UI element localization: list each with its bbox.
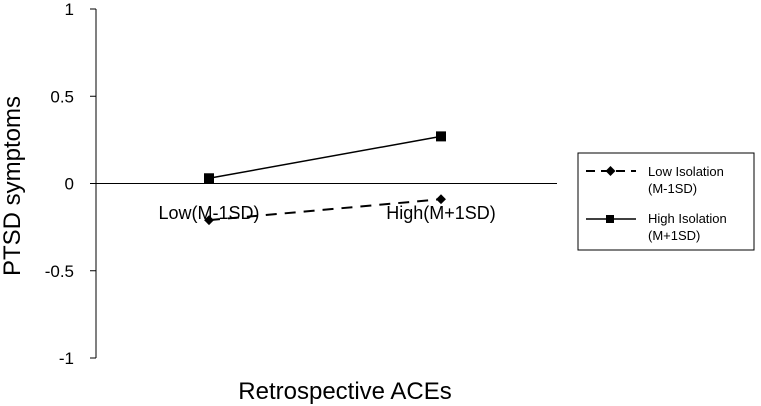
y-tick-label: 0 <box>65 175 74 194</box>
legend-label-high-isolation: High Isolation <box>648 211 727 226</box>
legend-label-high-isolation-sd: (M+1SD) <box>648 228 700 243</box>
data-point-square <box>204 173 214 184</box>
y-tick-label: -1 <box>59 349 74 368</box>
legend-box <box>577 152 755 251</box>
y-tick-label: -0.5 <box>45 262 74 281</box>
x-tick-label: High(M+1SD) <box>386 203 496 223</box>
legend-label-low-isolation: Low Isolation <box>648 164 724 179</box>
data-point-diamond <box>204 215 214 226</box>
legend-marker-low-isolation <box>605 166 616 176</box>
x-axis: Low(M-1SD)High(M+1SD) <box>96 183 557 223</box>
y-tick-label: 0.5 <box>50 87 74 106</box>
series-line-0 <box>208 198 442 222</box>
data-point-square <box>436 131 446 142</box>
x-axis-title: Retrospective ACEs <box>238 378 451 405</box>
series-line-1 <box>208 135 442 180</box>
y-axis: 1 0.5 0 -0.5 -1 <box>45 0 97 368</box>
y-axis-title: PTSD symptoms <box>0 96 26 276</box>
legend-marker-high-isolation <box>606 215 614 223</box>
y-tick-label: 1 <box>65 0 74 19</box>
series-layer <box>204 131 446 226</box>
data-point-diamond <box>436 194 446 205</box>
legend: Low Isolation (M-1SD) High Isolation (M+… <box>577 152 755 251</box>
legend-label-low-isolation-sd: (M-1SD) <box>648 181 697 196</box>
